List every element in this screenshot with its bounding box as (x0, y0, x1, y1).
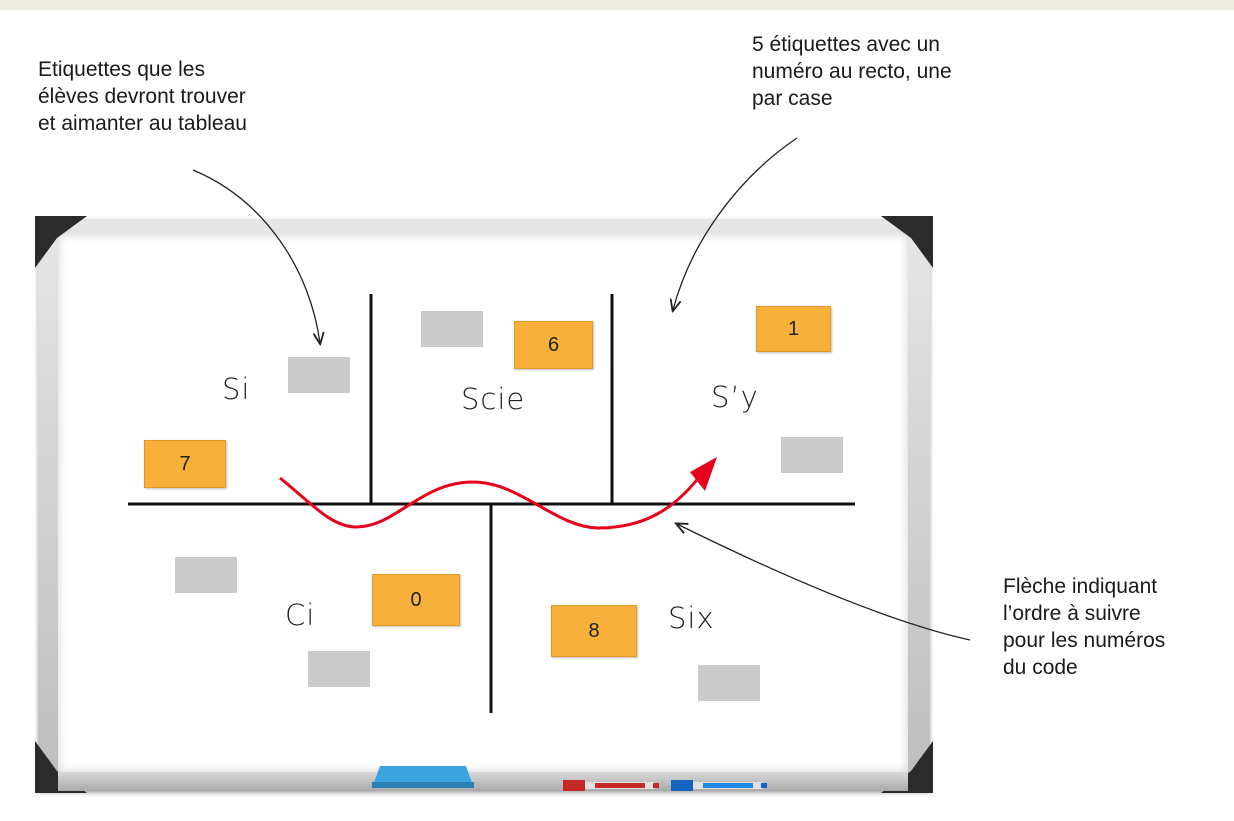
annotation-blank-labels: Etiquettes que les élèves devront trouve… (38, 58, 247, 135)
blank-label (698, 665, 760, 701)
frame-corner-bottom-right (881, 741, 933, 793)
word-si: Si (222, 372, 251, 406)
board-drawing (128, 137, 971, 713)
blue-marker (671, 778, 767, 791)
blank-label (175, 557, 237, 593)
number-card-1: 1 (756, 306, 831, 352)
blank-label (308, 651, 370, 687)
pointer-arrow-labels (192, 169, 320, 343)
order-arrow-head (690, 457, 717, 491)
word-scie: Scie (461, 382, 526, 416)
annotation-order-arrow: Flèche indiquant l’ordre à suivre pour l… (1003, 575, 1166, 679)
frame-corner-bottom-left (35, 741, 87, 793)
annotation-number-cards: 5 étiquettes avec un numéro au recto, un… (752, 33, 952, 110)
word-sy: S’y (711, 380, 759, 414)
red-marker (563, 778, 659, 791)
frame-corner-top-left (35, 216, 87, 268)
number-card-8: 8 (551, 605, 637, 657)
word-ci: Ci (285, 598, 316, 632)
eraser (372, 766, 474, 788)
blank-label (421, 311, 483, 347)
number-card-0: 0 (372, 574, 460, 626)
number-card-7: 7 (144, 440, 226, 488)
frame-corner-top-right (881, 216, 933, 268)
word-six: Six (668, 601, 715, 635)
blank-label (288, 357, 350, 393)
order-arrow (279, 475, 702, 530)
pointer-arrow-cards (673, 137, 798, 310)
blank-label (781, 437, 843, 473)
number-card-6: 6 (514, 321, 593, 369)
pointer-arrow-order (677, 524, 971, 641)
